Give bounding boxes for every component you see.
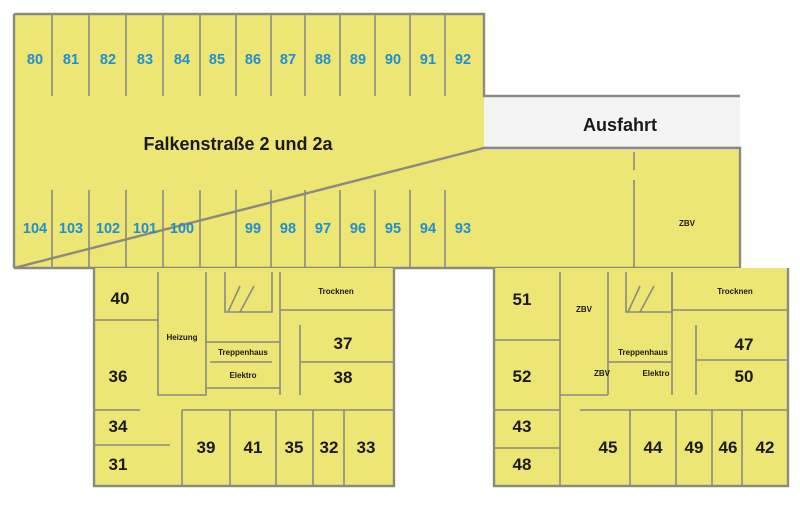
room-number: 37: [334, 334, 353, 353]
room-number: 44: [644, 438, 663, 457]
room-number: 34: [109, 417, 128, 436]
exit-lane: [484, 96, 740, 148]
room-number: 52: [513, 367, 532, 386]
parking-space: 85: [209, 52, 225, 68]
left-building-rooms: 40 36 34 31 39 41 35 32 33 37 38 Heizung…: [109, 287, 376, 474]
parking-space: 102: [96, 221, 120, 237]
right-building-floor: [494, 268, 788, 486]
drying-room-label: Trocknen: [717, 287, 753, 296]
room-number: 39: [197, 438, 216, 457]
parking-space: 97: [315, 221, 331, 237]
garage-zbv-label: ZBV: [679, 219, 696, 228]
parking-space: 104: [23, 221, 47, 237]
left-building-outline: [92, 268, 396, 488]
room-number: 45: [599, 438, 618, 457]
electrical-label: Elektro: [229, 371, 256, 380]
parking-space: 87: [280, 52, 296, 68]
room-number: 33: [357, 438, 376, 457]
parking-space: 84: [174, 52, 190, 68]
room-number: 51: [513, 290, 532, 309]
parking-space: 98: [280, 221, 296, 237]
parking-space: 103: [59, 221, 83, 237]
parking-space: 86: [245, 52, 261, 68]
parking-space: 81: [63, 52, 79, 68]
room-number: 47: [735, 335, 754, 354]
garage-area: [12, 12, 742, 270]
parking-space: 101: [133, 221, 157, 237]
top-bay-dividers: [51, 14, 446, 96]
room-number: 48: [513, 455, 532, 474]
heating-label: Heizung: [166, 333, 197, 342]
stairwell-label: Treppenhaus: [218, 348, 268, 357]
zbv-lower-label: ZBV: [594, 369, 611, 378]
parking-space: 89: [350, 52, 366, 68]
electrical-label: Elektro: [642, 369, 669, 378]
parking-space: 90: [385, 52, 401, 68]
left-building: [92, 268, 396, 488]
room-number: 50: [735, 367, 754, 386]
parking-space: 82: [100, 52, 116, 68]
bottom-bay-dividers: [51, 190, 446, 268]
parking-space: 92: [455, 52, 471, 68]
parking-space: 96: [350, 221, 366, 237]
parking-space: 91: [420, 52, 436, 68]
garage-east-floor: [484, 150, 740, 268]
room-number: 46: [719, 438, 738, 457]
right-building: [492, 268, 790, 488]
room-number: 31: [109, 455, 128, 474]
bottom-parking-spaces: 104 103 102 101 100 99 98 97 96 95 94 93: [23, 221, 471, 237]
room-number: 32: [320, 438, 339, 457]
room-number: 41: [244, 438, 263, 457]
right-building-outline: [492, 268, 790, 488]
room-number: 35: [285, 438, 304, 457]
parking-space: 93: [455, 221, 471, 237]
stairwell-label: Treppenhaus: [618, 348, 668, 357]
parking-space: 99: [245, 221, 261, 237]
parking-space: 100: [170, 221, 194, 237]
parking-space: 80: [27, 52, 43, 68]
room-number: 43: [513, 417, 532, 436]
exit-label: Ausfahrt: [583, 115, 657, 135]
top-parking-spaces: 80 81 82 83 84 85 86 87 88 89 90 91 92: [27, 52, 471, 68]
room-number: 49: [685, 438, 704, 457]
parking-space: 94: [420, 221, 436, 237]
garage-floor: [14, 14, 484, 268]
room-number: 40: [111, 289, 130, 308]
parking-space: 95: [385, 221, 401, 237]
parking-space: 83: [137, 52, 153, 68]
room-number: 38: [334, 368, 353, 387]
room-number: 42: [756, 438, 775, 457]
garage-title: Falkenstraße 2 und 2a: [143, 134, 333, 154]
room-number: 36: [109, 367, 128, 386]
parking-space: 88: [315, 52, 331, 68]
right-building-rooms: 51 52 43 48 45 44 49 46 42 47 50 ZBV ZBV…: [513, 287, 775, 474]
drying-room-label: Trocknen: [318, 287, 354, 296]
zbv-upper-label: ZBV: [576, 305, 593, 314]
